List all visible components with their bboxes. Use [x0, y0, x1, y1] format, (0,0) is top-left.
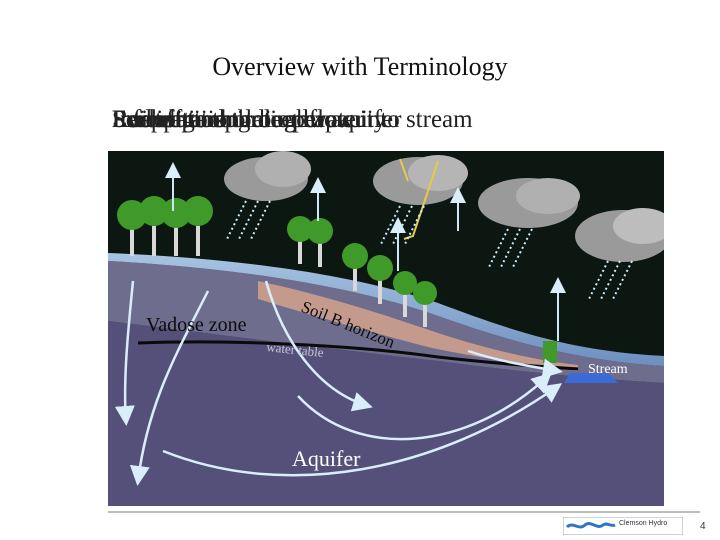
- aquifer-label: Aquifer: [292, 446, 361, 471]
- stream-label: Stream: [588, 362, 628, 377]
- tree-icon: [287, 216, 333, 267]
- vadose-zone-label: Vadose zone: [146, 314, 247, 336]
- tree-icon: [117, 196, 213, 256]
- evapotranspiration-arrows: [165, 162, 566, 341]
- term-label: Precipitation: [112, 106, 240, 133]
- soil-b-horizon-band: [258, 281, 578, 371]
- lightning-icon: [399, 158, 409, 182]
- cloud-icon: [224, 151, 311, 201]
- page-number: 4: [700, 521, 706, 532]
- tree-icon: [543, 341, 557, 363]
- term-label: Recharge to groundwater: [112, 106, 365, 133]
- slide-title: Overview with Terminology: [212, 52, 508, 81]
- overlapping-term-labels: Precipitation Evapotranspiration Interce…: [112, 106, 612, 146]
- water-table-label: water table: [266, 339, 325, 360]
- top-soil-band: [108, 253, 664, 366]
- stream-shape: [564, 373, 618, 383]
- logo-text: Clemson Hydro: [619, 520, 668, 527]
- term-label: Soil water holding capacity: [112, 106, 387, 133]
- hydrologic-cycle-diagram: Vadose zone Soil B horizon water table S…: [108, 151, 664, 506]
- aquifer-zone: [108, 321, 664, 506]
- groundwater-flow-arrows: [114, 280, 563, 486]
- term-label: Percolation to deeper aquifer: [112, 106, 402, 133]
- tree-icon: [342, 243, 437, 327]
- footer-divider: [108, 511, 700, 513]
- cloud-icon: [575, 208, 664, 262]
- term-label: Interception: [112, 106, 233, 133]
- cloud-icon: [373, 155, 468, 205]
- clemson-hydro-logo-icon: [563, 517, 683, 535]
- term-label: Evapotranspiration: [112, 106, 303, 133]
- cloud-icon: [478, 178, 580, 228]
- term-label: Runoff and throughflow into stream: [112, 106, 473, 133]
- term-label: Infiltration: [112, 106, 221, 133]
